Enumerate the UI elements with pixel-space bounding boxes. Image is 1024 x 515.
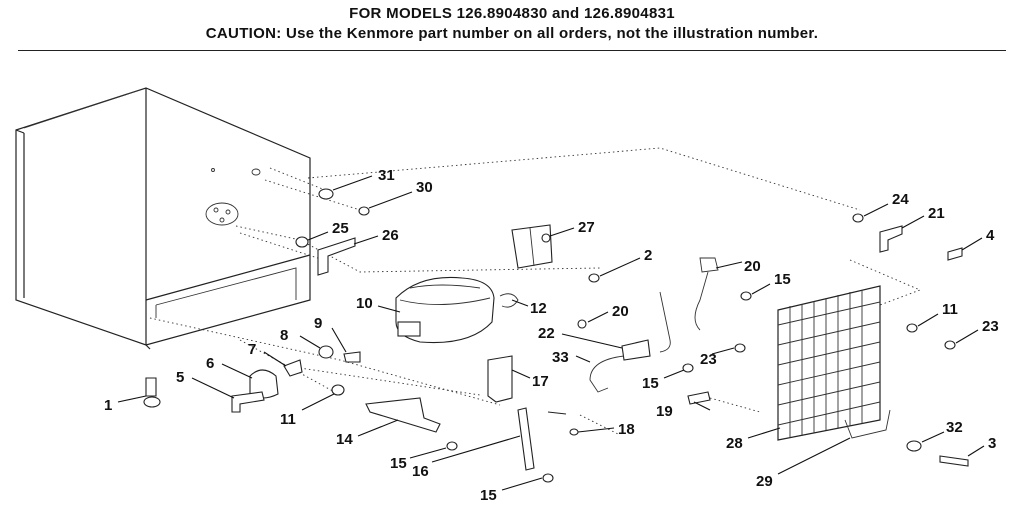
callout-20-lower: 20: [612, 303, 629, 320]
leader-lines: [117, 175, 985, 491]
callout-31: 31: [378, 167, 395, 184]
callout-20-upper: 20: [744, 258, 761, 275]
callout-1: 1: [104, 397, 112, 414]
callout-5: 5: [176, 369, 184, 386]
models-title: FOR MODELS 126.8904830 and 126.8904831: [349, 5, 675, 22]
callout-25: 25: [332, 220, 349, 237]
callout-23-mid: 23: [700, 351, 717, 368]
callout-6: 6: [206, 355, 214, 372]
callout-11-left: 11: [280, 411, 296, 428]
callout-16: 16: [412, 463, 429, 480]
callout-15-upper: 15: [774, 271, 791, 288]
callout-24: 24: [892, 191, 909, 208]
callout-18: 18: [618, 421, 635, 438]
callout-3: 3: [988, 435, 996, 452]
callout-30: 30: [416, 179, 433, 196]
callout-32: 32: [946, 419, 963, 436]
callout-28: 28: [726, 435, 743, 452]
callout-33: 33: [552, 349, 569, 366]
callout-12: 12: [530, 300, 547, 317]
callout-15-mid: 15: [642, 375, 659, 392]
callout-15-lower-left: 15: [390, 455, 407, 472]
callout-11-right: 11: [942, 301, 958, 318]
caution-note: CAUTION: Use the Kenmore part number on …: [205, 25, 819, 42]
callout-4: 4: [986, 227, 995, 244]
callout-21: 21: [928, 205, 945, 222]
callout-17: 17: [532, 373, 549, 390]
callout-26: 26: [382, 227, 399, 244]
callout-23-right: 23: [982, 318, 999, 335]
callout-19: 19: [656, 403, 673, 420]
callout-7: 7: [248, 341, 256, 358]
callout-labels: 31 30 25 26 27 2 24 21 4 20 15 10 12 20 …: [104, 167, 999, 504]
header-rule: [18, 50, 1006, 51]
callout-8: 8: [280, 327, 288, 344]
callout-15-bottom: 15: [480, 487, 497, 504]
parts: [143, 188, 969, 483]
callout-10: 10: [356, 295, 373, 312]
callout-2: 2: [644, 247, 652, 264]
callout-9: 9: [314, 315, 322, 332]
callout-29: 29: [756, 473, 773, 490]
callout-27: 27: [578, 219, 595, 236]
callout-22: 22: [538, 325, 555, 342]
callout-14: 14: [336, 431, 353, 448]
cabinet: [15, 87, 311, 350]
header: FOR MODELS 126.8904830 and 126.8904831 C…: [0, 4, 1024, 44]
